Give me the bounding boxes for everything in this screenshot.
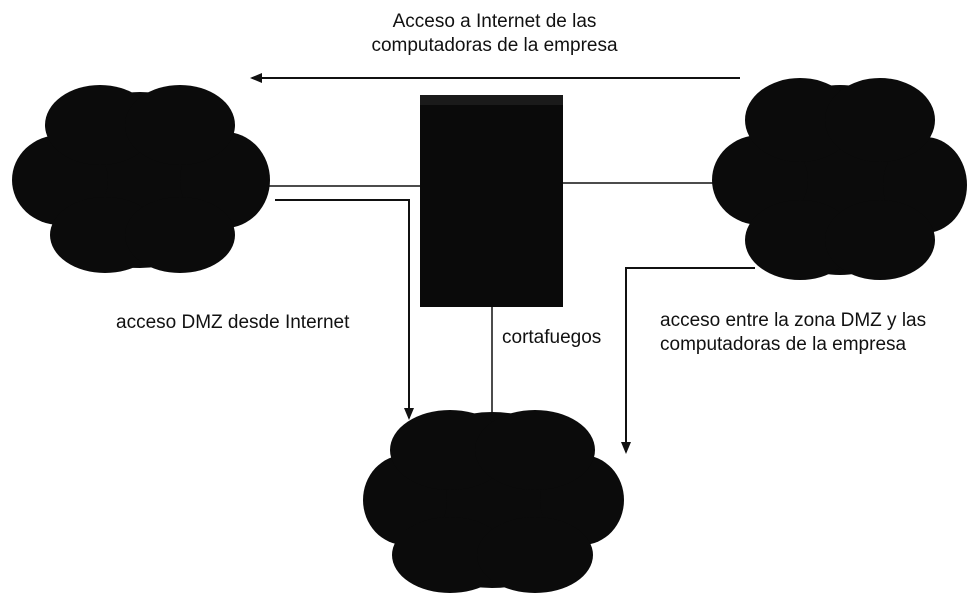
dmz-company-label: acceso entre la zona DMZ y las computado…	[660, 309, 926, 357]
dmz-company-label-line1: acceso entre la zona DMZ y las	[660, 310, 927, 331]
dmz-cloud	[363, 410, 624, 593]
firewall-label: cortafuegos	[502, 327, 602, 348]
company-to-internet-label-line2: computadoras de la empresa	[371, 35, 618, 56]
arrow-internet-to-dmz	[275, 199, 414, 420]
company-to-internet-label-line1: Acceso a Internet de las	[392, 11, 597, 32]
arrow-company-to-dmz	[621, 267, 755, 454]
internet-cloud	[12, 85, 270, 273]
company-cloud	[712, 78, 967, 280]
company-to-internet-label: Acceso a Internet de las computadoras de…	[0, 10, 969, 58]
firewall-box	[420, 95, 563, 307]
dmz-company-label-line2: computadoras de la empresa	[660, 334, 907, 355]
internet-to-dmz-label: acceso DMZ desde Internet	[116, 312, 350, 333]
